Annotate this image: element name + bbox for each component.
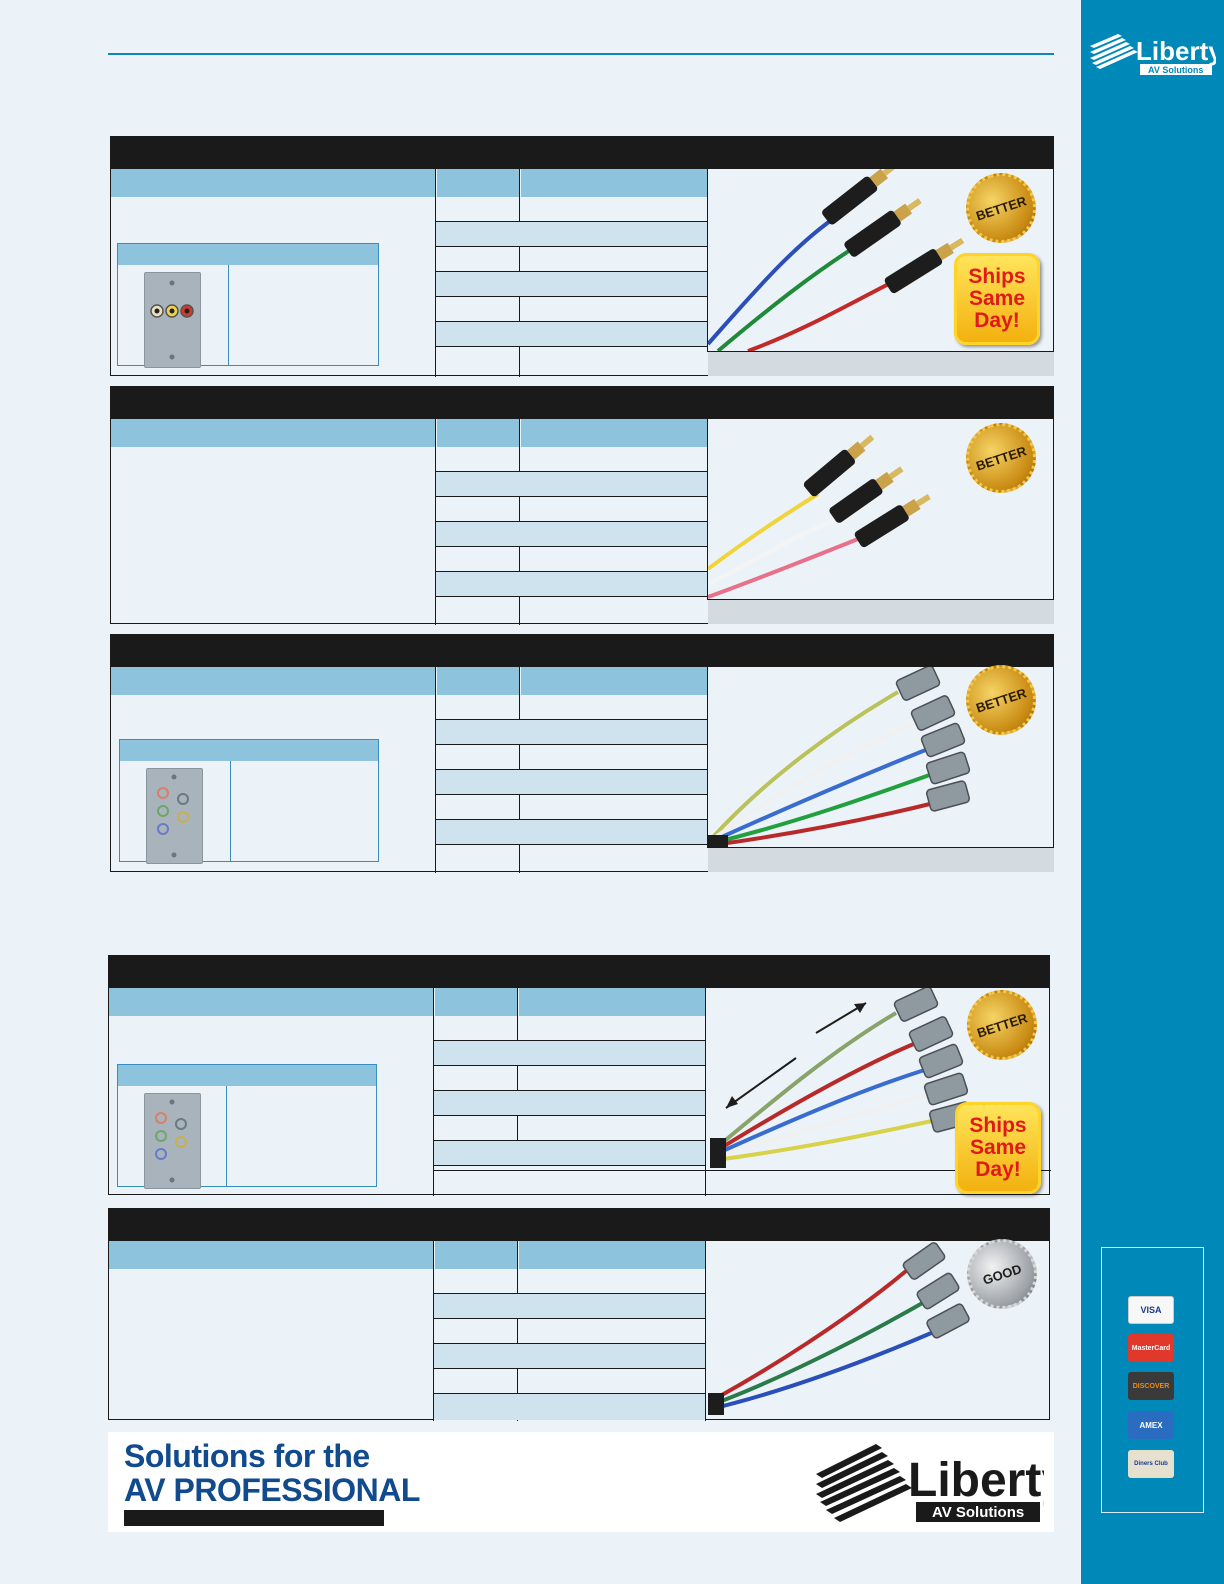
liberty-logo: Liberty AV Solutions <box>816 1444 1044 1522</box>
cable-image <box>708 667 1054 847</box>
product-title-bar <box>109 956 1049 988</box>
table-row <box>436 497 707 522</box>
cable-image <box>708 419 1054 599</box>
table-row <box>434 1269 705 1294</box>
table-row <box>434 1091 705 1116</box>
wallplate-image <box>144 272 201 368</box>
column-header <box>437 169 519 197</box>
svg-text:AV Solutions: AV Solutions <box>932 1504 1024 1521</box>
product-title-bar <box>111 137 1053 169</box>
product-block: BETTER <box>110 634 1054 873</box>
amex-card-icon: AMEX <box>1128 1411 1174 1439</box>
table-row <box>436 447 707 472</box>
table-row <box>436 795 707 820</box>
svg-text:Liberty: Liberty <box>908 1454 1044 1507</box>
table-row <box>436 297 707 322</box>
product-title-bar <box>111 635 1053 667</box>
table-row <box>434 1294 705 1319</box>
footer-tagline-line2: AV PROFESSIONAL <box>124 1472 420 1508</box>
wallplate-box <box>117 1064 377 1189</box>
table-row <box>436 547 707 572</box>
product-title-bar <box>111 387 1053 419</box>
mastercard-icon: MasterCard <box>1128 1334 1174 1362</box>
top-rule <box>108 53 1054 55</box>
footer-banner: Solutions for the AV PROFESSIONAL Libert… <box>108 1432 1054 1532</box>
table-row <box>436 322 707 347</box>
cable-image <box>706 1241 1051 1421</box>
discover-card-icon: DISCOVER <box>1128 1372 1174 1400</box>
liberty-logo-small: Liberty AV Solutions <box>1090 34 1216 75</box>
table-row <box>434 1041 705 1066</box>
table-row <box>436 720 707 745</box>
image-caption-strip <box>708 847 1054 872</box>
product-title-bar <box>109 1209 1049 1241</box>
footer-tagline-line1: Solutions for the <box>124 1438 370 1474</box>
svg-text:Liberty: Liberty <box>1136 36 1216 66</box>
table-row <box>434 1141 705 1166</box>
table-row <box>436 247 707 272</box>
footer-accent-bar <box>124 1510 384 1526</box>
table-row <box>436 197 707 222</box>
table-row <box>434 1369 705 1394</box>
table-row <box>436 222 707 247</box>
table-row <box>436 820 707 845</box>
wallplate-box <box>117 243 379 368</box>
payment-methods-box <box>1101 1247 1204 1513</box>
svg-text:AV Solutions: AV Solutions <box>1148 65 1203 75</box>
cable-image <box>708 169 1054 351</box>
table-row <box>436 522 707 547</box>
visa-card-icon: VISA <box>1128 1296 1174 1324</box>
diners-club-card-icon: Diners Club <box>1128 1450 1174 1478</box>
wallplate-image <box>146 768 203 864</box>
wallplate-box <box>119 739 379 864</box>
wallplate-image <box>144 1093 201 1189</box>
table-row <box>434 1394 705 1420</box>
table-row <box>436 695 707 720</box>
table-row <box>436 272 707 297</box>
table-row <box>434 1116 705 1141</box>
table-row <box>436 745 707 770</box>
image-caption-strip <box>708 351 1054 376</box>
table-row <box>434 1066 705 1091</box>
product-block: GOOD <box>108 1208 1051 1421</box>
image-caption-strip <box>708 599 1054 624</box>
column-header <box>111 169 435 197</box>
table-row <box>436 572 707 597</box>
table-row <box>436 770 707 795</box>
product-block: BETTER <box>110 386 1054 625</box>
table-row <box>434 1319 705 1344</box>
column-header <box>521 169 707 197</box>
table-row <box>434 1016 705 1041</box>
table-row <box>434 1344 705 1369</box>
table-row <box>436 472 707 497</box>
